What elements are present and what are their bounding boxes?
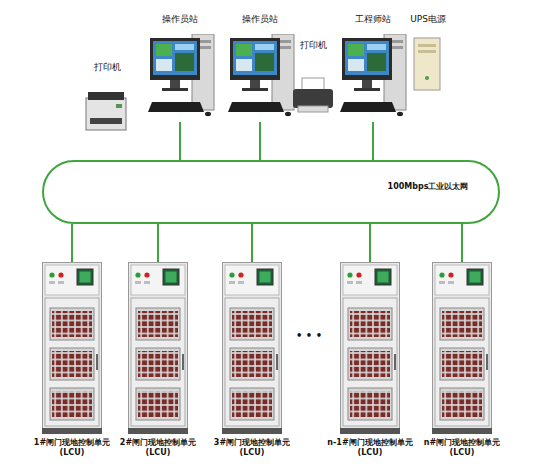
lcu-cabinet [128, 263, 188, 435]
node-label: 工程师站 [330, 14, 416, 25]
printer-body [293, 89, 333, 108]
node-label: n-1#闸门现地控制单元 (LCU) [325, 438, 415, 458]
node-label: 3#闸门现地控制单元 (LCU) [207, 438, 297, 458]
network-link [251, 224, 253, 262]
operator-workstation [228, 34, 294, 116]
network-link [372, 122, 374, 160]
operator-workstation [148, 34, 214, 116]
ups-light [425, 76, 429, 80]
network-link [157, 224, 159, 262]
engineer-station: 工程师站 [338, 14, 408, 122]
network-link [461, 224, 463, 262]
node-label: 打印机 [72, 62, 142, 73]
engineer-workstation [340, 34, 406, 116]
lcu-node: 1#闸门现地控制单元 (LCU) [42, 262, 102, 468]
node-label: 100Mbps工业以太网 [370, 182, 486, 192]
lcu-node: n-1#闸门现地控制单元 (LCU) [340, 262, 400, 468]
operator-station: 操作员站 [224, 14, 296, 122]
node-label: n#闸门现地控制单元 (LCU) [417, 438, 507, 458]
ups-node: UPS电源 [406, 14, 450, 96]
printer-body [86, 98, 126, 130]
inkjet-printer [293, 78, 333, 112]
node-label: 操作员站 [216, 14, 304, 25]
printer-tray [90, 118, 122, 124]
ups-body [414, 38, 440, 90]
network-link [369, 224, 371, 262]
printer-node: 打印机 [290, 40, 336, 116]
lcu-node: 3#闸门现地控制单元 (LCU) [222, 262, 282, 468]
ups-vent [418, 44, 436, 47]
lcu-node: 2#闸门现地控制单元 (LCU) [128, 262, 188, 468]
lcu-node: n#闸门现地控制单元 (LCU) [432, 262, 492, 468]
printer-tray [298, 106, 328, 112]
lcu-cabinet [432, 263, 492, 435]
node-label: 1#闸门现地控制单元 (LCU) [27, 438, 117, 458]
network-link [71, 224, 73, 262]
printer-top [88, 92, 124, 100]
node-label: 2#闸门现地控制单元 (LCU) [113, 438, 203, 458]
printer-node: 打印机 [84, 62, 130, 138]
node-label: 打印机 [278, 40, 348, 51]
ethernet-ring: 100Mbps工业以太网 [42, 160, 500, 224]
ups-unit [414, 38, 440, 90]
node-label: UPS电源 [392, 14, 464, 25]
network-link [259, 122, 261, 160]
lcu-cabinet [340, 263, 400, 435]
printer-panel [116, 104, 122, 108]
laser-printer [86, 92, 126, 130]
node-label: 操作员站 [136, 14, 224, 25]
operator-station: 操作员站 [144, 14, 216, 122]
lcu-cabinet [42, 263, 102, 435]
ellipsis-label: • • • [296, 330, 322, 341]
lcu-cabinet [222, 263, 282, 435]
ups-vent [418, 50, 436, 53]
network-link [179, 122, 181, 160]
